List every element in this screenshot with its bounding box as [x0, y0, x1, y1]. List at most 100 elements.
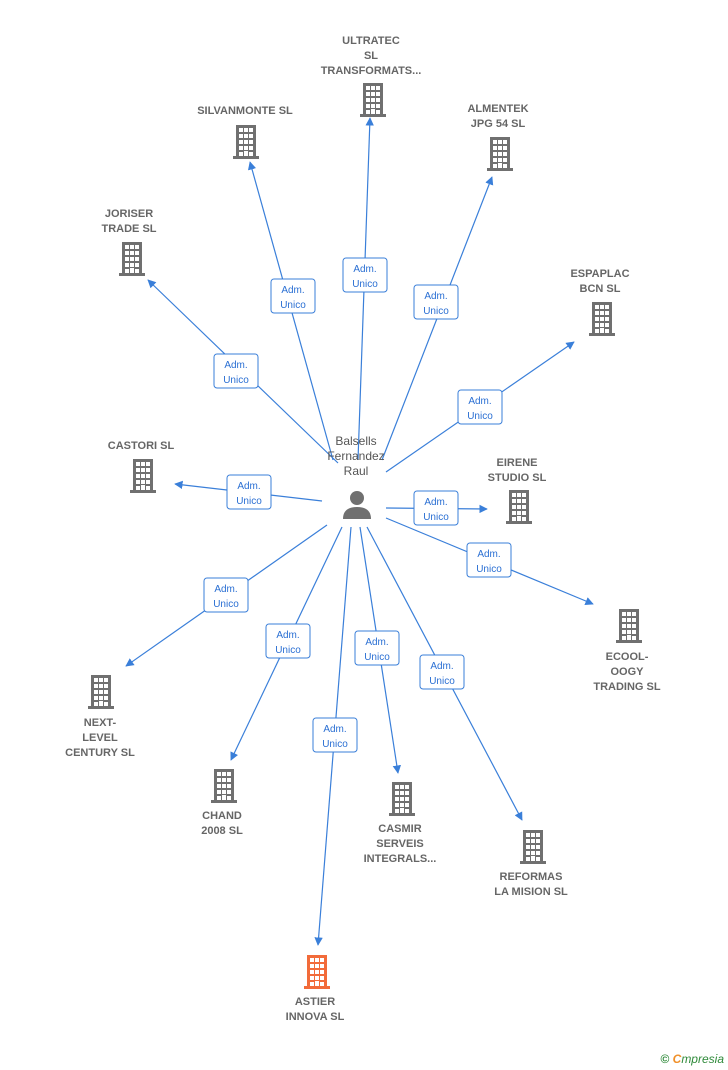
edge-label-ecool[interactable]: Adm. Unico: [466, 542, 512, 578]
company-name-line: JORISER: [105, 208, 153, 220]
company-node-nextlevel[interactable]: NEXT- LEVEL CENTURY SL: [65, 675, 135, 759]
building-icon: [304, 955, 330, 989]
edge-label-text: Unico: [236, 496, 262, 507]
edge-label-eirene[interactable]: Adm. Unico: [413, 490, 459, 526]
person-icon: [343, 491, 371, 519]
company-name-line: CHAND: [202, 810, 242, 822]
edge-label-text: Unico: [364, 652, 390, 663]
edge-label-text: Adm.: [281, 285, 304, 296]
company-name-line: 2008 SL: [201, 825, 243, 837]
building-icon: [130, 459, 156, 493]
company-name-line: SL: [364, 50, 378, 62]
company-name-line: SILVANMONTE SL: [197, 105, 293, 117]
company-name-line: STUDIO SL: [488, 472, 547, 484]
edge-label-text: Adm.: [224, 360, 247, 371]
edge-label-text: Unico: [429, 676, 455, 687]
company-name-line: ULTRATEC: [342, 35, 400, 47]
edge-label-astier[interactable]: Adm. Unico: [312, 717, 358, 753]
edge-label-text: Unico: [223, 375, 249, 386]
company-name-line: INNOVA SL: [286, 1011, 345, 1023]
person-name-line: Fernandez: [327, 449, 384, 463]
edge-label-text: Adm.: [477, 549, 500, 560]
company-node-castori[interactable]: CASTORI SL: [108, 440, 175, 493]
edge-label-text: Adm.: [424, 497, 447, 508]
company-node-espaplac[interactable]: ESPAPLAC BCN SL: [570, 268, 630, 336]
edge-label-text: Adm.: [353, 264, 376, 275]
edge-label-ultratec[interactable]: Adm. Unico: [342, 257, 388, 293]
edge-label-nextlevel[interactable]: Adm. Unico: [203, 577, 249, 613]
building-icon: [520, 830, 546, 864]
edge-label-text: Unico: [352, 279, 378, 290]
building-icon: [233, 125, 259, 159]
company-node-joriser[interactable]: JORISER TRADE SL: [102, 208, 157, 276]
building-icon: [360, 83, 386, 117]
company-name-line: OOGY: [610, 666, 644, 678]
building-icon: [119, 242, 145, 276]
company-node-ecool[interactable]: ECOOL- OOGY TRADING SL: [593, 609, 661, 693]
company-name-line: ALMENTEK: [467, 103, 528, 115]
company-name-line: TRADE SL: [102, 223, 157, 235]
company-node-silvanmonte[interactable]: SILVANMONTE SL: [197, 105, 293, 159]
edge-label-text: Unico: [213, 599, 239, 610]
person-name-line: Balsells: [335, 434, 376, 448]
company-name-line: ASTIER: [295, 996, 335, 1008]
building-icon: [88, 675, 114, 709]
company-name-line: CASTORI SL: [108, 440, 175, 452]
company-nodes-layer: ULTRATEC SL TRANSFORMATS... SILVANMONTE SL A…: [65, 35, 661, 1023]
company-node-almentek[interactable]: ALMENTEK JPG 54 SL: [467, 103, 529, 171]
edge-label-almentek[interactable]: Adm. Unico: [413, 284, 459, 320]
building-icon: [211, 769, 237, 803]
edge-label-silvanmonte[interactable]: Adm. Unico: [270, 278, 316, 314]
person-node[interactable]: Balsells Fernandez Raul: [327, 434, 385, 519]
edge-label-espaplac[interactable]: Adm. Unico: [457, 389, 503, 425]
company-name-line: REFORMAS: [500, 871, 563, 883]
edge-label-text: Adm.: [424, 291, 447, 302]
footer-brand: © Cmpresia: [660, 1052, 724, 1066]
building-icon: [506, 490, 532, 524]
edge-label-reformas[interactable]: Adm. Unico: [419, 654, 465, 690]
edge-label-text: Adm.: [365, 637, 388, 648]
edge-label-castori[interactable]: Adm.Unico: [226, 474, 272, 510]
company-name-line: SERVEIS: [376, 838, 424, 850]
company-name-line: INTEGRALS...: [364, 853, 437, 865]
building-icon: [589, 302, 615, 336]
copyright-symbol: ©: [660, 1052, 670, 1066]
company-name-line: LA MISION SL: [494, 886, 568, 898]
edge-label-text: Unico: [280, 300, 306, 311]
company-name-line: BCN SL: [580, 283, 621, 295]
edge-label-text: Unico: [476, 564, 502, 575]
building-icon: [389, 782, 415, 816]
company-name-line: TRANSFORMATS...: [321, 65, 422, 77]
company-name-line: ESPAPLAC: [570, 268, 629, 280]
edge-label-casmir[interactable]: Adm. Unico: [354, 630, 400, 666]
company-name-line: LEVEL: [82, 732, 118, 744]
building-icon: [616, 609, 642, 643]
edge-label-text: Adm.: [468, 396, 491, 407]
edge-label-joriser[interactable]: Adm. Unico: [213, 353, 259, 389]
company-name-line: CASMIR: [378, 823, 421, 835]
edge-label-text: Adm.: [323, 724, 346, 735]
company-node-casmir[interactable]: CASMIR SERVEIS INTEGRALS...: [364, 782, 437, 865]
edge-label-text: Adm.: [214, 584, 237, 595]
company-name-line: ECOOL-: [606, 651, 649, 663]
company-name-line: JPG 54 SL: [471, 118, 526, 130]
company-name-line: TRADING SL: [593, 681, 661, 693]
brand-logo: Cmpresia: [672, 1052, 724, 1066]
edge-label-text: Unico: [467, 411, 493, 422]
edges-layer: [125, 117, 594, 946]
company-node-ultratec[interactable]: ULTRATEC SL TRANSFORMATS...: [321, 35, 422, 117]
edge-label-text: Unico: [423, 512, 449, 523]
edge-label-chand[interactable]: Adm.Unico: [265, 623, 311, 659]
company-node-reformas[interactable]: REFORMAS LA MISION SL: [494, 830, 568, 898]
edge-label-text: Unico: [423, 306, 449, 317]
company-node-astier[interactable]: ASTIER INNOVA SL: [286, 955, 345, 1023]
edge-label-text: Unico: [322, 739, 348, 750]
company-node-chand[interactable]: CHAND 2008 SL: [201, 769, 243, 837]
company-name-line: CENTURY SL: [65, 747, 135, 759]
edge-label-text: Adm.: [276, 630, 299, 641]
building-icon: [487, 137, 513, 171]
edge-label-text: Adm.: [430, 661, 453, 672]
company-name-line: NEXT-: [84, 717, 117, 729]
